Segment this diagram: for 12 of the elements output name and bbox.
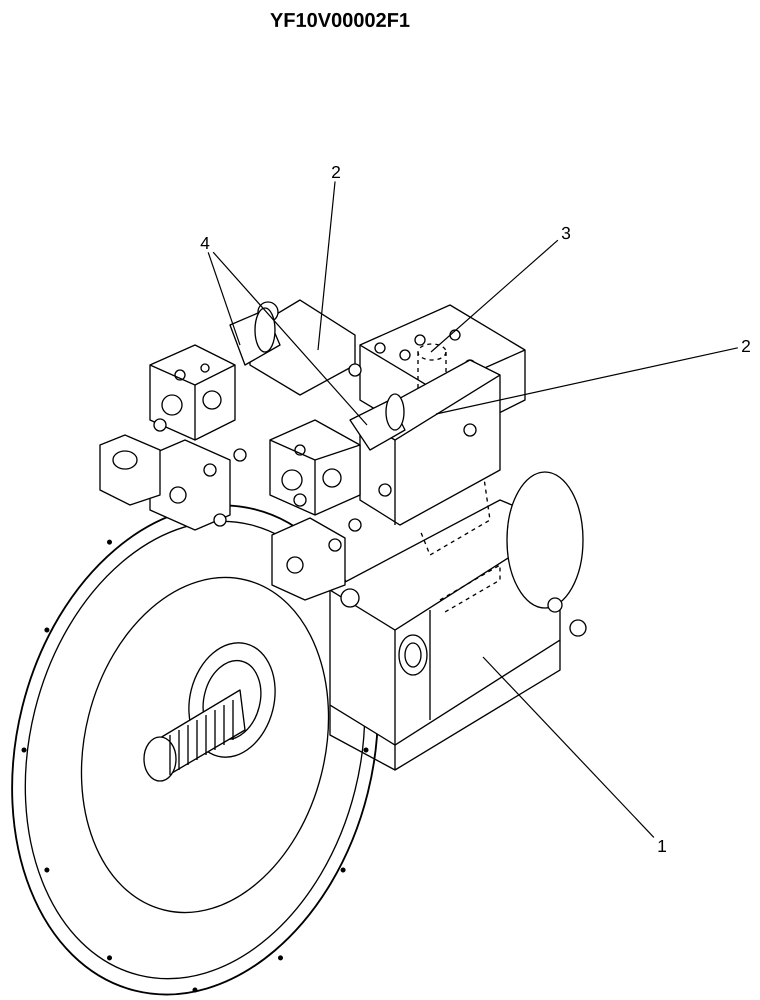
callout-number: 2 xyxy=(332,166,340,178)
leader-line xyxy=(430,240,558,352)
leader-line xyxy=(212,252,368,426)
leader-line xyxy=(208,252,241,346)
leader-line xyxy=(317,181,336,350)
callout-number: 3 xyxy=(562,226,570,240)
callout-number: 2 xyxy=(742,340,750,352)
title: YF10V00002F1 xyxy=(270,12,410,28)
callout-number: 1 xyxy=(658,840,666,852)
callout-number: 4 xyxy=(200,237,210,249)
leader-line xyxy=(482,656,654,838)
leader-line xyxy=(436,347,738,415)
